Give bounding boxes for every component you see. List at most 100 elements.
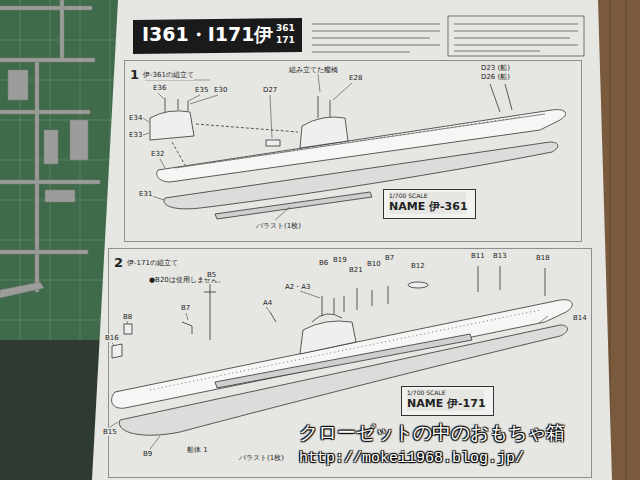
plastic-sprue <box>0 250 88 254</box>
scale-text: 1/700 SCALE <box>407 389 484 396</box>
submarine-i171 <box>112 300 573 409</box>
leader-line <box>318 74 320 92</box>
step-panel: 1/700 SCALENAME 伊-3611伊-361の組立て <box>124 60 582 242</box>
submarine-i361 <box>150 111 194 140</box>
title-banner <box>133 18 302 54</box>
plastic-sprue <box>0 110 90 114</box>
name-plate: 1/700 SCALENAME 伊-171 <box>401 386 494 416</box>
submarine-i361 <box>266 140 280 146</box>
submarine-i171 <box>270 312 276 322</box>
callout-number: B21 <box>348 266 364 274</box>
leader-line <box>150 436 160 449</box>
plastic-sprue <box>44 130 58 164</box>
leader-line <box>143 74 352 220</box>
submarine-i361 <box>172 142 185 165</box>
callout-number: B7 <box>384 254 395 262</box>
plastic-sprue <box>35 62 39 292</box>
instruction-note: 船体 1 <box>186 446 209 454</box>
callout-number: B8 <box>122 313 133 321</box>
ship-name: NAME 伊-171 <box>407 396 484 411</box>
plastic-sprue <box>60 0 64 60</box>
callout-number: B19 <box>332 256 348 264</box>
submarine-i171 <box>478 266 545 296</box>
watermark-url: http://mokei1968.blog.jp/ <box>298 450 525 467</box>
callout-number: B5 <box>206 271 217 279</box>
notes-text-lines <box>454 24 578 51</box>
scale-text: 1/700 SCALE <box>389 192 466 199</box>
leader-line <box>300 291 320 298</box>
callout-number: D27 <box>262 86 278 94</box>
leader-line <box>186 313 188 320</box>
plastic-sprue <box>45 190 75 202</box>
submarine-i361 <box>165 98 188 112</box>
submarine-i361 <box>300 117 348 148</box>
plastic-sprue <box>0 0 100 298</box>
callout-number: B12 <box>410 262 426 270</box>
callout-number: E31 <box>138 190 153 198</box>
callout-number: E33 <box>128 131 143 139</box>
submarine-i361 <box>215 192 372 219</box>
ship-name: NAME 伊-361 <box>389 199 466 214</box>
submarine-i171 <box>204 282 216 340</box>
callout-number: E36 <box>152 84 167 92</box>
plastic-sprue <box>70 120 88 160</box>
callout-number: B11 <box>470 252 486 260</box>
callout-number: E34 <box>128 114 143 122</box>
submarine-i171 <box>312 314 342 322</box>
step-title: 伊-361の組立て <box>143 70 194 80</box>
title-number: 171 <box>275 35 296 45</box>
title-number: 361 <box>275 23 296 33</box>
submarine-i171 <box>182 322 192 334</box>
step-title: 伊-171の組立て <box>127 258 178 268</box>
callout-number: B6 <box>318 259 329 267</box>
callout-number: E32 <box>150 150 165 158</box>
title-text: I361・I171伊 <box>142 24 273 45</box>
plastic-sprue <box>0 58 95 62</box>
callout-number: A2・A3 <box>284 283 311 291</box>
leader-line <box>110 422 118 427</box>
leader-line <box>275 207 290 220</box>
leader-line <box>160 159 165 168</box>
submarine-i171 <box>300 321 356 354</box>
callout-number: B13 <box>492 252 508 260</box>
callout-number: B9 <box>142 450 153 458</box>
watermark: クローゼットの中のおもちゃ箱 <box>298 420 566 446</box>
plastic-sprue <box>8 70 28 100</box>
leader-line <box>270 95 272 138</box>
notes-text-lines <box>312 24 440 52</box>
submarine-i171 <box>112 266 573 435</box>
instruction-note: バラスト(1枚) <box>255 222 302 230</box>
submarine-i361 <box>150 84 566 219</box>
submarine-i361 <box>318 96 330 118</box>
callout-number: B10 <box>366 260 382 268</box>
plastic-sprue <box>0 282 44 298</box>
callout-number: B15 <box>102 428 118 436</box>
instruction-paper <box>92 0 612 480</box>
step-number: 2 <box>114 255 123 270</box>
leader-line <box>152 196 164 200</box>
callout-number: B14 <box>572 314 588 322</box>
callout-number: E28 <box>348 74 363 82</box>
notes-text-lines <box>448 16 584 56</box>
submarine-i171 <box>408 282 428 288</box>
leader-line <box>266 307 270 312</box>
instruction-note: D26 (船) <box>480 73 511 81</box>
name-plate: 1/700 SCALENAME 伊-361 <box>383 189 476 219</box>
instruction-note: D23 (船) <box>480 64 511 72</box>
leader-line <box>539 316 548 323</box>
callout-number: A4 <box>262 299 273 307</box>
leader-line <box>112 343 114 345</box>
submarine-i171 <box>215 334 472 388</box>
callout-number: E30 <box>213 86 228 94</box>
submarine-i361 <box>490 84 512 112</box>
callout-number: B18 <box>535 254 551 262</box>
notes-text-lines <box>145 80 210 81</box>
leader-line <box>333 83 352 100</box>
leader-line <box>158 93 218 104</box>
instruction-note: バラスト(1枚) <box>238 454 285 462</box>
instruction-note: 組み立てた艦橋 <box>288 66 339 74</box>
submarine-i361 <box>196 124 298 132</box>
submarine-i171 <box>124 324 132 334</box>
